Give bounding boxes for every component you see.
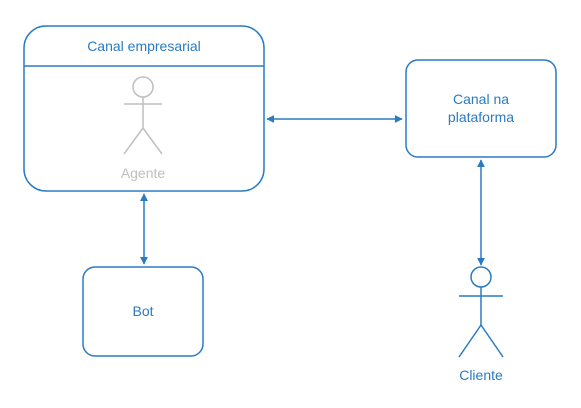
cliente-actor[interactable]: Cliente (458, 266, 504, 383)
canal-empresarial-container[interactable]: Canal empresarial (23, 25, 265, 192)
canal-na-plataforma-label-line2: plataforma (448, 109, 514, 125)
canal-na-plataforma-label-line1: Canal na (453, 91, 509, 107)
bot-label: Bot (132, 303, 153, 319)
cliente-actor-icon (458, 266, 504, 358)
canal-empresarial-title: Canal empresarial (87, 38, 201, 54)
cliente-label: Cliente (459, 367, 503, 383)
agente-actor[interactable]: Agente (121, 76, 166, 181)
bot-box[interactable]: Bot (82, 266, 204, 357)
agente-actor-icon (123, 76, 163, 155)
agente-label: Agente (121, 165, 166, 181)
canal-na-plataforma-box[interactable]: Canal na plataforma (405, 59, 557, 158)
